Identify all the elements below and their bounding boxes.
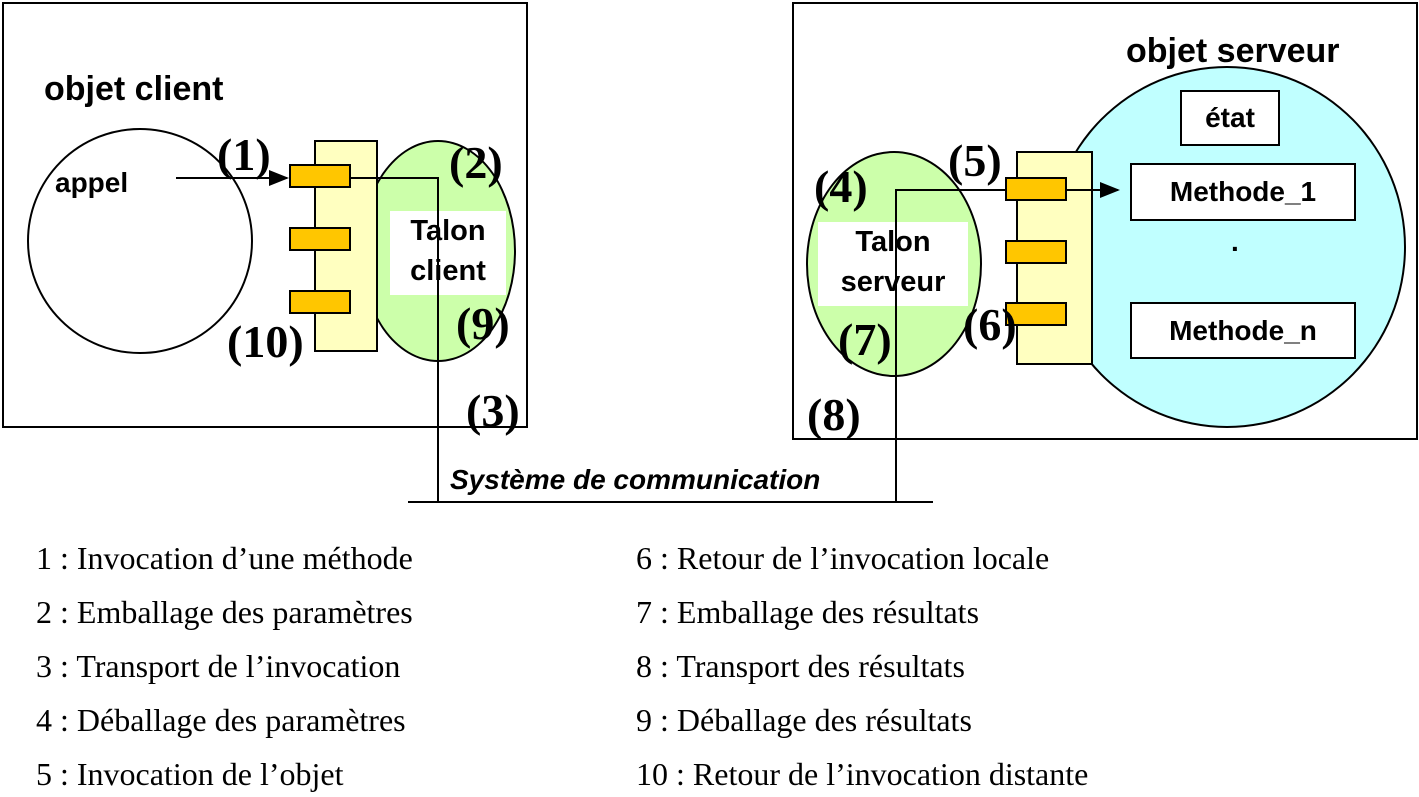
legend-item-4: 4 : Déballage des paramètres bbox=[36, 702, 406, 738]
client-stub-label: Talon client bbox=[390, 211, 506, 295]
legend-item-1: 1 : Invocation d’une méthode bbox=[36, 540, 413, 576]
server-stub-line bbox=[895, 189, 1005, 502]
marker-4: (4) bbox=[814, 161, 868, 212]
marker-3: (3) bbox=[466, 385, 520, 436]
client-stub-line bbox=[351, 177, 439, 502]
marker-1: (1) bbox=[217, 129, 271, 180]
legend-item-3: 3 : Transport de l’invocation bbox=[36, 648, 401, 684]
server-stub-label: Talon serveur bbox=[818, 222, 968, 306]
state-box: état bbox=[1180, 90, 1280, 146]
legend-item-9: 9 : Déballage des résultats bbox=[636, 702, 972, 738]
client-object-circle bbox=[27, 128, 253, 354]
call-label: appel bbox=[55, 167, 129, 198]
client-port-3 bbox=[289, 290, 351, 314]
legend-item-6: 6 : Retour de l’invocation locale bbox=[636, 540, 1050, 576]
client-stub-line1: Talon bbox=[410, 215, 486, 247]
server-port-2 bbox=[1005, 240, 1067, 264]
server-stub-line1: Talon bbox=[855, 226, 931, 258]
client-port-2 bbox=[289, 227, 351, 251]
marker-8: (8) bbox=[807, 389, 861, 440]
server-title: objet serveur bbox=[1126, 32, 1340, 70]
legend-item-8: 8 : Transport des résultats bbox=[636, 648, 965, 684]
marker-6: (6) bbox=[963, 299, 1017, 350]
server-port-3 bbox=[1005, 302, 1067, 326]
server-stub-line2: serveur bbox=[840, 266, 946, 298]
marker-2: (2) bbox=[449, 137, 503, 188]
marker-7: (7) bbox=[838, 314, 892, 365]
legend-item-5: 5 : Invocation de l’objet bbox=[36, 756, 344, 792]
method-first-box: Methode_1 bbox=[1130, 163, 1356, 221]
method-last-box: Methode_n bbox=[1130, 302, 1356, 359]
client-stub-line2: client bbox=[410, 255, 486, 287]
marker-9: (9) bbox=[456, 298, 510, 349]
communication-system-label: Système de communication bbox=[450, 464, 821, 495]
server-port-1 bbox=[1005, 177, 1067, 201]
marker-5: (5) bbox=[948, 135, 1002, 186]
method-dots: . bbox=[1231, 226, 1239, 257]
marker-10: (10) bbox=[227, 316, 304, 367]
client-title: objet client bbox=[44, 70, 224, 108]
legend-item-7: 7 : Emballage des résultats bbox=[636, 594, 980, 630]
legend-item-2: 2 : Emballage des paramètres bbox=[36, 594, 413, 630]
client-port-1 bbox=[289, 164, 351, 188]
legend-item-10: 10 : Retour de l’invocation distante bbox=[636, 756, 1089, 792]
